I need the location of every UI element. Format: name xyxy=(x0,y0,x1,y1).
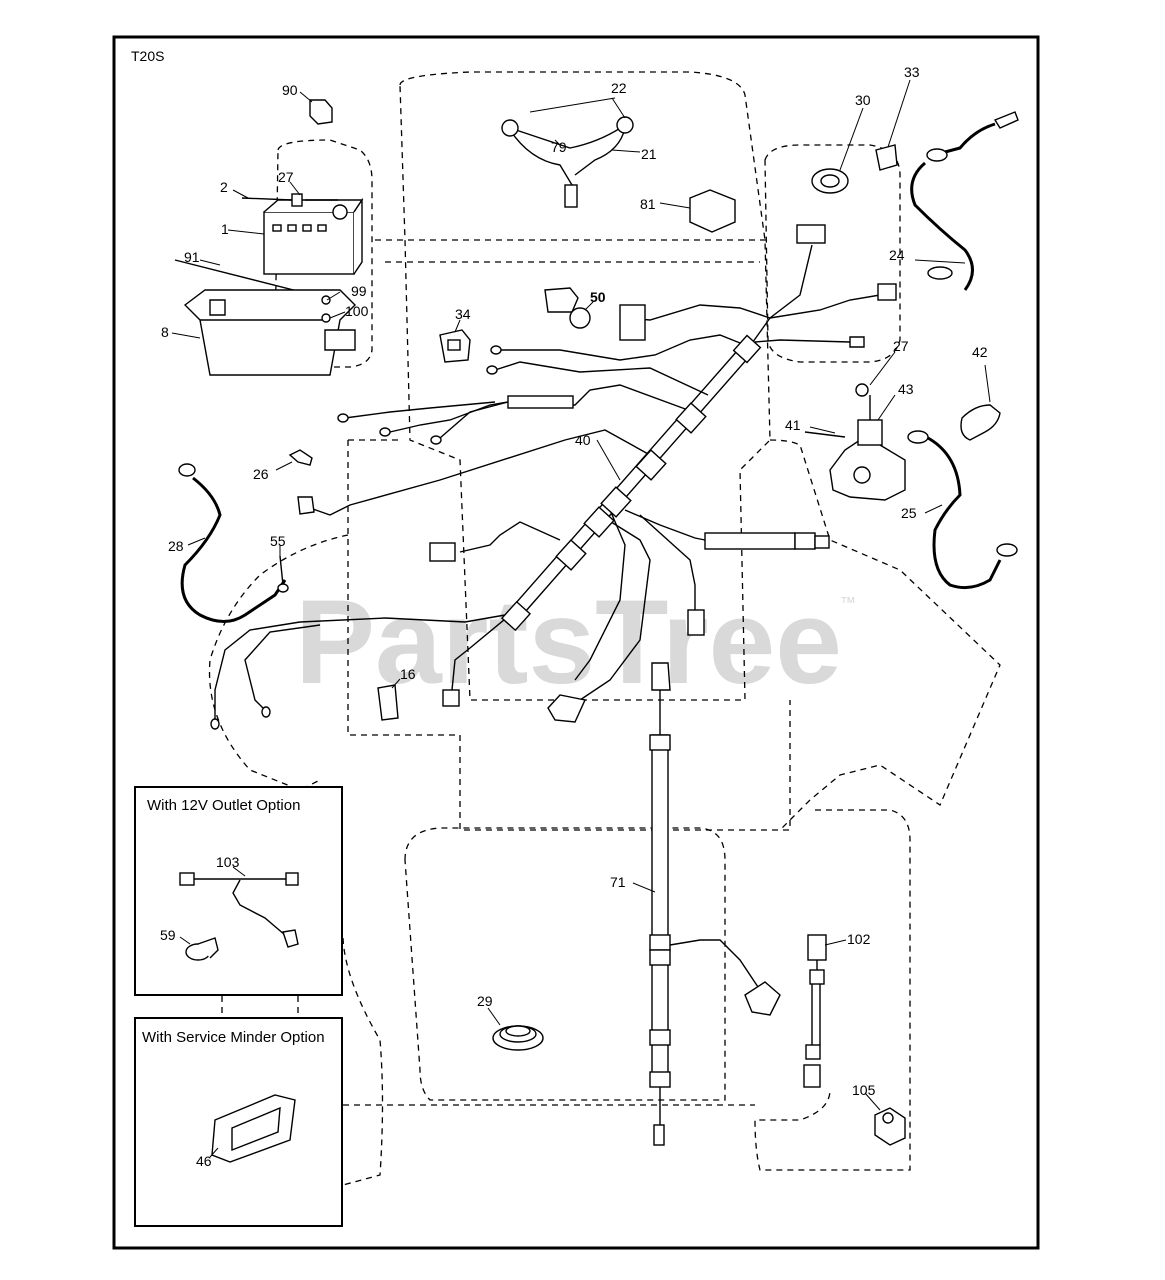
callout-34: 34 xyxy=(455,306,471,322)
inset-service-minder-title: With Service Minder Option xyxy=(142,1029,325,1046)
boot-part-42: 42 xyxy=(960,344,1001,441)
diagram-id: T20S xyxy=(131,48,164,64)
diagram-frame xyxy=(112,35,1040,1250)
callout-25: 25 xyxy=(901,505,917,521)
callout-40: 40 xyxy=(575,432,591,448)
inset-12v-outlet-title: With 12V Outlet Option xyxy=(147,797,300,814)
callout-59: 59 xyxy=(160,927,176,943)
callout-103: 103 xyxy=(216,854,240,870)
callout-24: 24 xyxy=(889,247,905,263)
ground-leads xyxy=(210,614,506,730)
inset-service-minder: With Service Minder Option 46 xyxy=(134,1017,343,1227)
callout-50: 50 xyxy=(590,289,606,305)
callout-105: 105 xyxy=(852,1082,876,1098)
switch-part-34: 34 xyxy=(439,306,471,363)
callout-99: 99 xyxy=(351,283,367,299)
watermark-trademark: ™ xyxy=(840,595,856,612)
callout-55: 55 xyxy=(270,533,286,549)
battery-part-1 xyxy=(263,211,355,275)
callout-71: 71 xyxy=(610,874,626,890)
wire-coil-part-29: 29 xyxy=(477,993,544,1051)
screw-part-55: 55 xyxy=(270,533,289,593)
inset-12v-outlet: With 12V Outlet Option 103 59 xyxy=(134,786,343,996)
battery-assembly: 1 2 27 91 8 99 100 xyxy=(161,169,369,376)
harness-part-71: 71 xyxy=(610,662,781,1146)
switch-part-102: 102 xyxy=(803,931,871,1088)
callout-43: 43 xyxy=(898,381,914,397)
callout-102: 102 xyxy=(847,931,871,947)
callout-46: 46 xyxy=(196,1153,212,1169)
battery-cable-part-24: 24 xyxy=(889,111,1019,291)
clip-part-26: 26 xyxy=(253,449,313,482)
callout-81: 81 xyxy=(640,196,656,212)
callout-79: 79 xyxy=(551,139,567,155)
chassis-outline xyxy=(208,71,1001,1186)
callout-28: 28 xyxy=(168,538,184,554)
watermark: PartsTree xyxy=(295,575,842,709)
seat-switch-part-50: 50 xyxy=(544,287,606,329)
solenoid-assembly: 27 41 43 xyxy=(785,338,914,501)
callout-30: 30 xyxy=(855,92,871,108)
headlight-harness: 22 79 21 xyxy=(501,80,657,208)
callout-16: 16 xyxy=(400,666,416,682)
main-harness-part-40: 40 xyxy=(297,224,897,723)
callout-90: 90 xyxy=(282,82,298,98)
ignition-switch-part-30: 30 xyxy=(811,92,871,194)
callout-21: 21 xyxy=(641,146,657,162)
callout-27-top: 27 xyxy=(278,169,294,185)
callout-33: 33 xyxy=(904,64,920,80)
connector-part-90: 90 xyxy=(282,82,333,125)
switch-part-105: 105 xyxy=(852,1082,906,1146)
callout-26: 26 xyxy=(253,466,269,482)
callout-91: 91 xyxy=(184,249,200,265)
ground-cable-part-25: 25 xyxy=(901,430,1018,590)
callout-100: 100 xyxy=(345,303,369,319)
callout-42: 42 xyxy=(972,344,988,360)
callout-29: 29 xyxy=(477,993,493,1009)
relay-part-81: 81 xyxy=(640,189,736,233)
callout-1: 1 xyxy=(221,221,229,237)
callout-8: 8 xyxy=(161,324,169,340)
callout-2: 2 xyxy=(220,179,228,195)
connector-part-16: 16 xyxy=(377,666,416,721)
callout-22: 22 xyxy=(611,80,627,96)
callout-41: 41 xyxy=(785,417,801,433)
cable-part-28: 28 xyxy=(168,463,287,623)
switch-part-33: 33 xyxy=(875,64,920,171)
callout-27-right: 27 xyxy=(893,338,909,354)
